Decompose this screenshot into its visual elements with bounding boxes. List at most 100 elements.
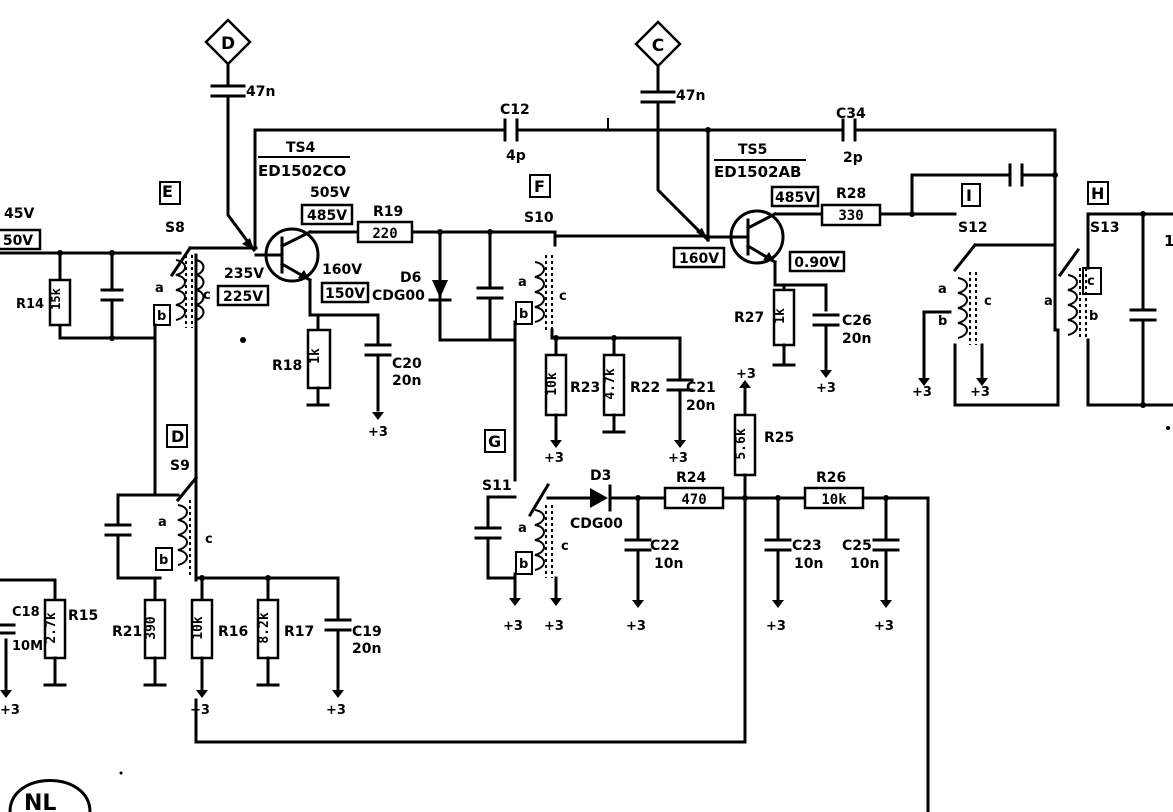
- svg-text:b: b: [159, 553, 168, 568]
- svg-text:R25: R25: [764, 430, 794, 446]
- v485-ts5-badge: 485V: [770, 185, 820, 208]
- switch-s8: E S8 a b c: [153, 181, 211, 328]
- resistor-r17: 8.2k R17: [256, 598, 314, 687]
- svg-text:S8: S8: [165, 220, 185, 236]
- cap-c20: C20 20n +3: [364, 343, 422, 440]
- svg-text:c: c: [561, 539, 569, 554]
- svg-text:+3: +3: [874, 619, 894, 634]
- svg-text:4.7k: 4.7k: [603, 368, 618, 399]
- v505-label: 505V: [310, 185, 350, 201]
- svg-text:160V: 160V: [679, 251, 719, 267]
- svg-text:S10: S10: [524, 210, 554, 226]
- svg-text:a: a: [518, 275, 527, 290]
- cap-c18: C18 10M +3: [0, 605, 43, 718]
- svg-text:2.7k: 2.7k: [44, 612, 59, 643]
- svg-text:390: 390: [144, 616, 159, 640]
- switch-s9: D S9 a b c: [155, 424, 213, 575]
- svg-text:+3: +3: [326, 703, 346, 718]
- svg-text:CDG00: CDG00: [570, 516, 623, 532]
- svg-text:b: b: [157, 309, 166, 324]
- svg-text:C19: C19: [352, 624, 382, 640]
- svg-text:+3: +3: [816, 381, 836, 396]
- svg-text:c: c: [984, 294, 992, 309]
- svg-text:10n: 10n: [794, 556, 823, 572]
- c34-name: C34: [836, 106, 866, 122]
- resistor-r14: 15k R14: [16, 278, 72, 327]
- svg-text:1k: 1k: [773, 308, 788, 324]
- svg-text:10k: 10k: [821, 492, 847, 508]
- svg-text:D: D: [221, 34, 235, 54]
- section-f: F: [534, 177, 545, 196]
- svg-text:10n: 10n: [654, 556, 683, 572]
- resistor-r25: +3 5.6k R25: [194, 367, 794, 744]
- resistor-r22: 4.7k R22: [602, 353, 660, 434]
- svg-text:485V: 485V: [307, 208, 347, 224]
- v485-ts4-badge: 485V: [300, 203, 354, 226]
- svg-text:15k: 15k: [49, 287, 63, 309]
- v160-ts4-label: 160V: [322, 262, 362, 278]
- svg-text:b: b: [938, 314, 947, 329]
- v225-badge: 225V: [216, 284, 270, 307]
- switch-s11: G S11 a b c: [482, 429, 569, 578]
- svg-text:+3: +3: [368, 425, 388, 440]
- svg-text:b: b: [1089, 309, 1098, 324]
- v45-label: 45V: [4, 206, 34, 222]
- v160-ts5-badge: 160V: [672, 246, 726, 269]
- svg-text:330: 330: [838, 208, 863, 224]
- svg-text:R19: R19: [373, 204, 403, 220]
- resistor-r21: 390 R21: [112, 598, 167, 687]
- svg-text:D6: D6: [400, 270, 421, 286]
- svg-text:+3: +3: [544, 619, 564, 634]
- transistor-ts5: TS5 ED1502AB: [706, 142, 806, 265]
- svg-text:470: 470: [681, 492, 706, 508]
- svg-text:C23: C23: [792, 538, 822, 554]
- svg-text:0.90V: 0.90V: [794, 255, 840, 271]
- ts5-type: ED1502AB: [714, 163, 802, 181]
- ts4-type: ED1502CO: [258, 162, 346, 180]
- section-d: D: [171, 427, 184, 446]
- svg-text:R18: R18: [272, 358, 302, 374]
- svg-text:CDG00: CDG00: [372, 288, 425, 304]
- svg-text:R15: R15: [68, 608, 98, 624]
- svg-text:+3: +3: [736, 367, 756, 382]
- svg-text:a: a: [155, 281, 164, 296]
- cap-d-value: 47n: [246, 84, 275, 100]
- svg-text:C18: C18: [12, 605, 40, 620]
- diode-d3: D3 CDG00: [570, 468, 623, 532]
- cap-c23: C23 10n +3: [764, 496, 823, 634]
- v150-badge: 150V: [320, 281, 370, 304]
- svg-text:+3: +3: [668, 451, 688, 466]
- svg-text:485V: 485V: [775, 190, 815, 206]
- svg-text:R26: R26: [816, 470, 846, 486]
- svg-text:+3: +3: [626, 619, 646, 634]
- svg-text:225V: 225V: [223, 289, 263, 305]
- svg-text:a: a: [158, 515, 167, 530]
- svg-text:c: c: [203, 288, 211, 303]
- cap-c19: C19 20n +3: [324, 618, 382, 718]
- svg-text:a: a: [938, 282, 947, 297]
- svg-text:150V: 150V: [325, 286, 365, 302]
- section-h: H: [1091, 184, 1104, 203]
- svg-text:c: c: [559, 289, 567, 304]
- resistor-r19: 220 R19: [356, 204, 414, 244]
- svg-text:a: a: [518, 521, 527, 536]
- resistor-r27: 1k R27: [734, 283, 796, 367]
- resistor-r18: 1k R18: [272, 328, 332, 390]
- c34-value: 2p: [843, 150, 863, 166]
- cap-c21: C21 20n +3: [666, 378, 716, 466]
- svg-text:S13: S13: [1090, 220, 1120, 236]
- c12-value: 4p: [506, 148, 526, 164]
- svg-text:1k: 1k: [308, 348, 323, 364]
- svg-text:R23: R23: [570, 380, 600, 396]
- svg-text:R14: R14: [16, 297, 44, 312]
- svg-text:8.2k: 8.2k: [257, 612, 272, 643]
- resistor-r24: 470 R24: [663, 470, 725, 510]
- resistor-r26: 10k R26: [803, 470, 865, 510]
- svg-text:+3: +3: [0, 703, 20, 718]
- transistor-ts4: TS4 ED1502CO: [254, 140, 350, 283]
- svg-text:C26: C26: [842, 313, 872, 329]
- svg-text:20n: 20n: [686, 398, 715, 414]
- svg-text:10k: 10k: [545, 372, 560, 396]
- c12-name: C12: [500, 102, 530, 118]
